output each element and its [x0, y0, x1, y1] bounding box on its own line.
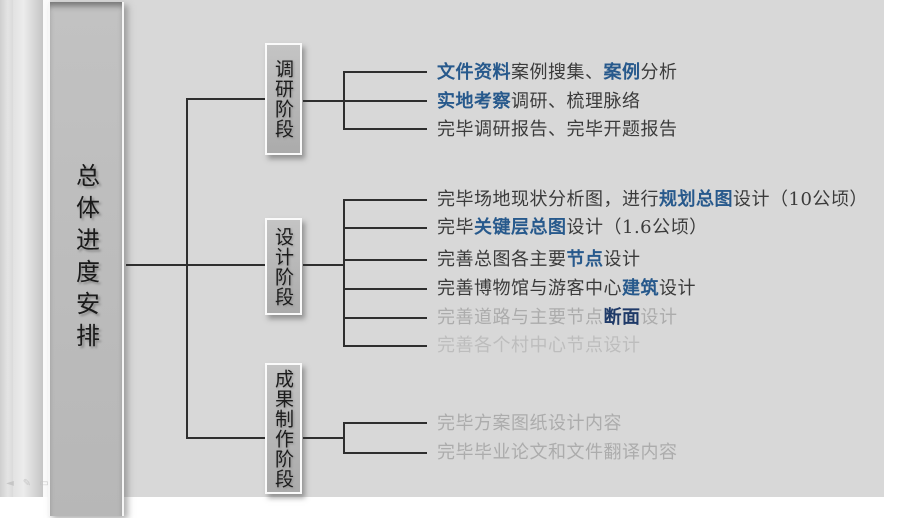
connector-line — [343, 345, 427, 347]
text-segment: 完善道路与主要节点 — [437, 307, 604, 329]
connector-line — [343, 71, 345, 130]
connector-line — [186, 98, 188, 439]
text-segment: 完善各个村中心节点设计 — [437, 335, 641, 357]
text-segment: 节点 — [566, 249, 604, 271]
task-row: 文件资料案例搜集、案例分析 — [437, 62, 678, 84]
text-segment: 设计 — [659, 278, 696, 300]
task-row: 完毕场地现状分析图，进行规划总图设计（10公顷） — [437, 189, 868, 211]
left-strip-outer — [0, 0, 13, 497]
stage-label-research: 调研阶段 — [272, 59, 294, 139]
text-segment: 设计 — [603, 249, 641, 271]
task-row: 完毕调研报告、完毕开题报告 — [437, 119, 678, 141]
text-segment: 设计（1.6公顷） — [566, 217, 708, 239]
task-row: 完毕关键层总图设计（1.6公顷） — [437, 217, 708, 239]
connector-line — [303, 100, 427, 102]
connector-line — [343, 452, 427, 454]
text-segment: 断面 — [603, 307, 641, 329]
nav-back-icon[interactable]: ◄ — [6, 478, 14, 489]
connector-line — [343, 199, 345, 347]
text-segment: 设计（10公顷） — [733, 189, 868, 211]
connector-line — [126, 264, 266, 266]
slide-background — [0, 0, 884, 497]
text-segment: 完毕毕业论文和文件翻译内容 — [437, 442, 678, 464]
sidebar-title: 总体进度安排 — [71, 163, 100, 355]
task-row: 完善总图各主要节点设计 — [437, 249, 641, 271]
text-segment: 调研、梳理脉络 — [511, 91, 641, 113]
stage-box-design: 设计阶段 — [265, 218, 302, 315]
text-segment: 完毕 — [437, 217, 474, 239]
text-segment: 案例搜集、 — [511, 62, 604, 84]
task-row: 实地考察调研、梳理脉络 — [437, 91, 641, 113]
text-segment: 建筑 — [622, 278, 659, 300]
task-row: 完善博物馆与游客中心建筑设计 — [437, 278, 696, 300]
left-strip-gap — [43, 0, 50, 497]
text-segment: 设计 — [640, 307, 678, 329]
sidebar-title-panel: 总体进度安排 — [48, 2, 124, 516]
left-strip-inner — [13, 0, 43, 497]
text-segment: 完毕调研报告、完毕开题报告 — [437, 119, 678, 141]
nav-frame-icon[interactable]: ▭ — [39, 478, 49, 489]
connector-line — [343, 71, 427, 73]
connector-line — [343, 288, 427, 290]
connector-line — [343, 422, 427, 424]
connector-line — [186, 98, 266, 100]
text-segment: 关键层总图 — [474, 217, 567, 239]
connector-line — [343, 128, 427, 130]
task-row: 完毕毕业论文和文件翻译内容 — [437, 442, 678, 464]
text-segment: 规划总图 — [659, 189, 733, 211]
stage-box-research: 调研阶段 — [265, 43, 302, 155]
text-segment: 完善总图各主要 — [437, 249, 567, 271]
connector-line — [303, 264, 344, 266]
connector-line — [303, 437, 344, 439]
stage-label-results: 成果制作阶段 — [272, 368, 294, 489]
connector-line — [343, 227, 427, 229]
text-segment: 完善博物馆与游客中心 — [437, 278, 622, 300]
connector-line — [343, 317, 427, 319]
text-segment: 完毕场地现状分析图，进行 — [437, 189, 659, 211]
connector-line — [343, 422, 345, 454]
text-segment: 实地考察 — [437, 91, 511, 113]
slideshow-nav: ◄ ✎ ▭ — [4, 478, 50, 489]
connector-line — [343, 199, 427, 201]
stage-label-design: 设计阶段 — [272, 226, 294, 307]
text-segment: 文件资料 — [437, 62, 511, 84]
text-segment: 完毕方案图纸设计内容 — [437, 413, 622, 435]
stage-box-results: 成果制作阶段 — [265, 363, 302, 494]
task-row: 完善各个村中心节点设计 — [437, 335, 641, 357]
connector-line — [343, 259, 427, 261]
task-row: 完毕方案图纸设计内容 — [437, 413, 622, 435]
nav-pen-icon[interactable]: ✎ — [22, 478, 32, 489]
task-row: 完善道路与主要节点断面设计 — [437, 307, 678, 329]
connector-line — [186, 437, 266, 439]
text-segment: 分析 — [640, 62, 678, 84]
text-segment: 案例 — [603, 62, 641, 84]
